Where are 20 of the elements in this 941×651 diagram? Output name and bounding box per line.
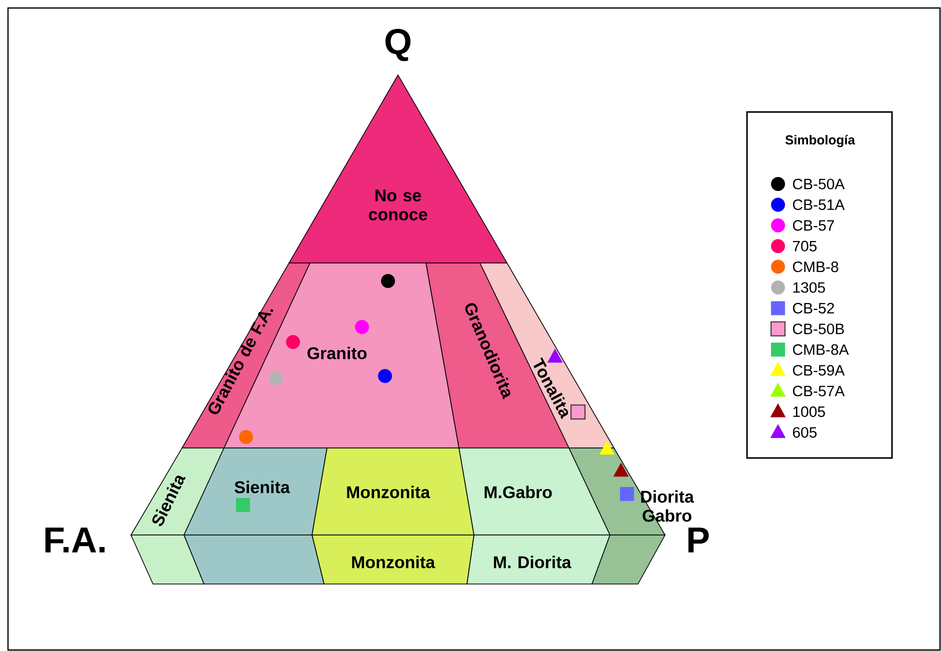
legend-label: CB-51A — [792, 199, 845, 210]
legend-label: CB-52 — [792, 302, 834, 314]
rock-field: Monzonita — [312, 448, 474, 536]
rock-field: Monzonita — [312, 534, 474, 584]
corner-label: P — [688, 528, 709, 552]
legend-title: Simbología — [785, 134, 856, 148]
legend-label: 705 — [792, 240, 817, 252]
legend-label: CB-59A — [792, 365, 845, 376]
rock-field: M. Diorita — [466, 534, 611, 584]
legend-label: CMB-8 — [792, 262, 838, 272]
legend-label: CB-57 — [792, 220, 834, 231]
legend-label: CMB-8A — [792, 344, 849, 355]
legend-label: 605 — [792, 427, 817, 438]
rock-field: M.Gabro — [458, 448, 611, 536]
legend-label: 1005 — [793, 406, 825, 417]
legend-label: 1305 — [793, 282, 825, 293]
legend-label: CB-50A — [792, 178, 845, 190]
legend-label: CB-57A — [792, 386, 845, 396]
corner-label: F.A. — [45, 528, 105, 552]
legend-label: CB-50B — [792, 324, 844, 334]
